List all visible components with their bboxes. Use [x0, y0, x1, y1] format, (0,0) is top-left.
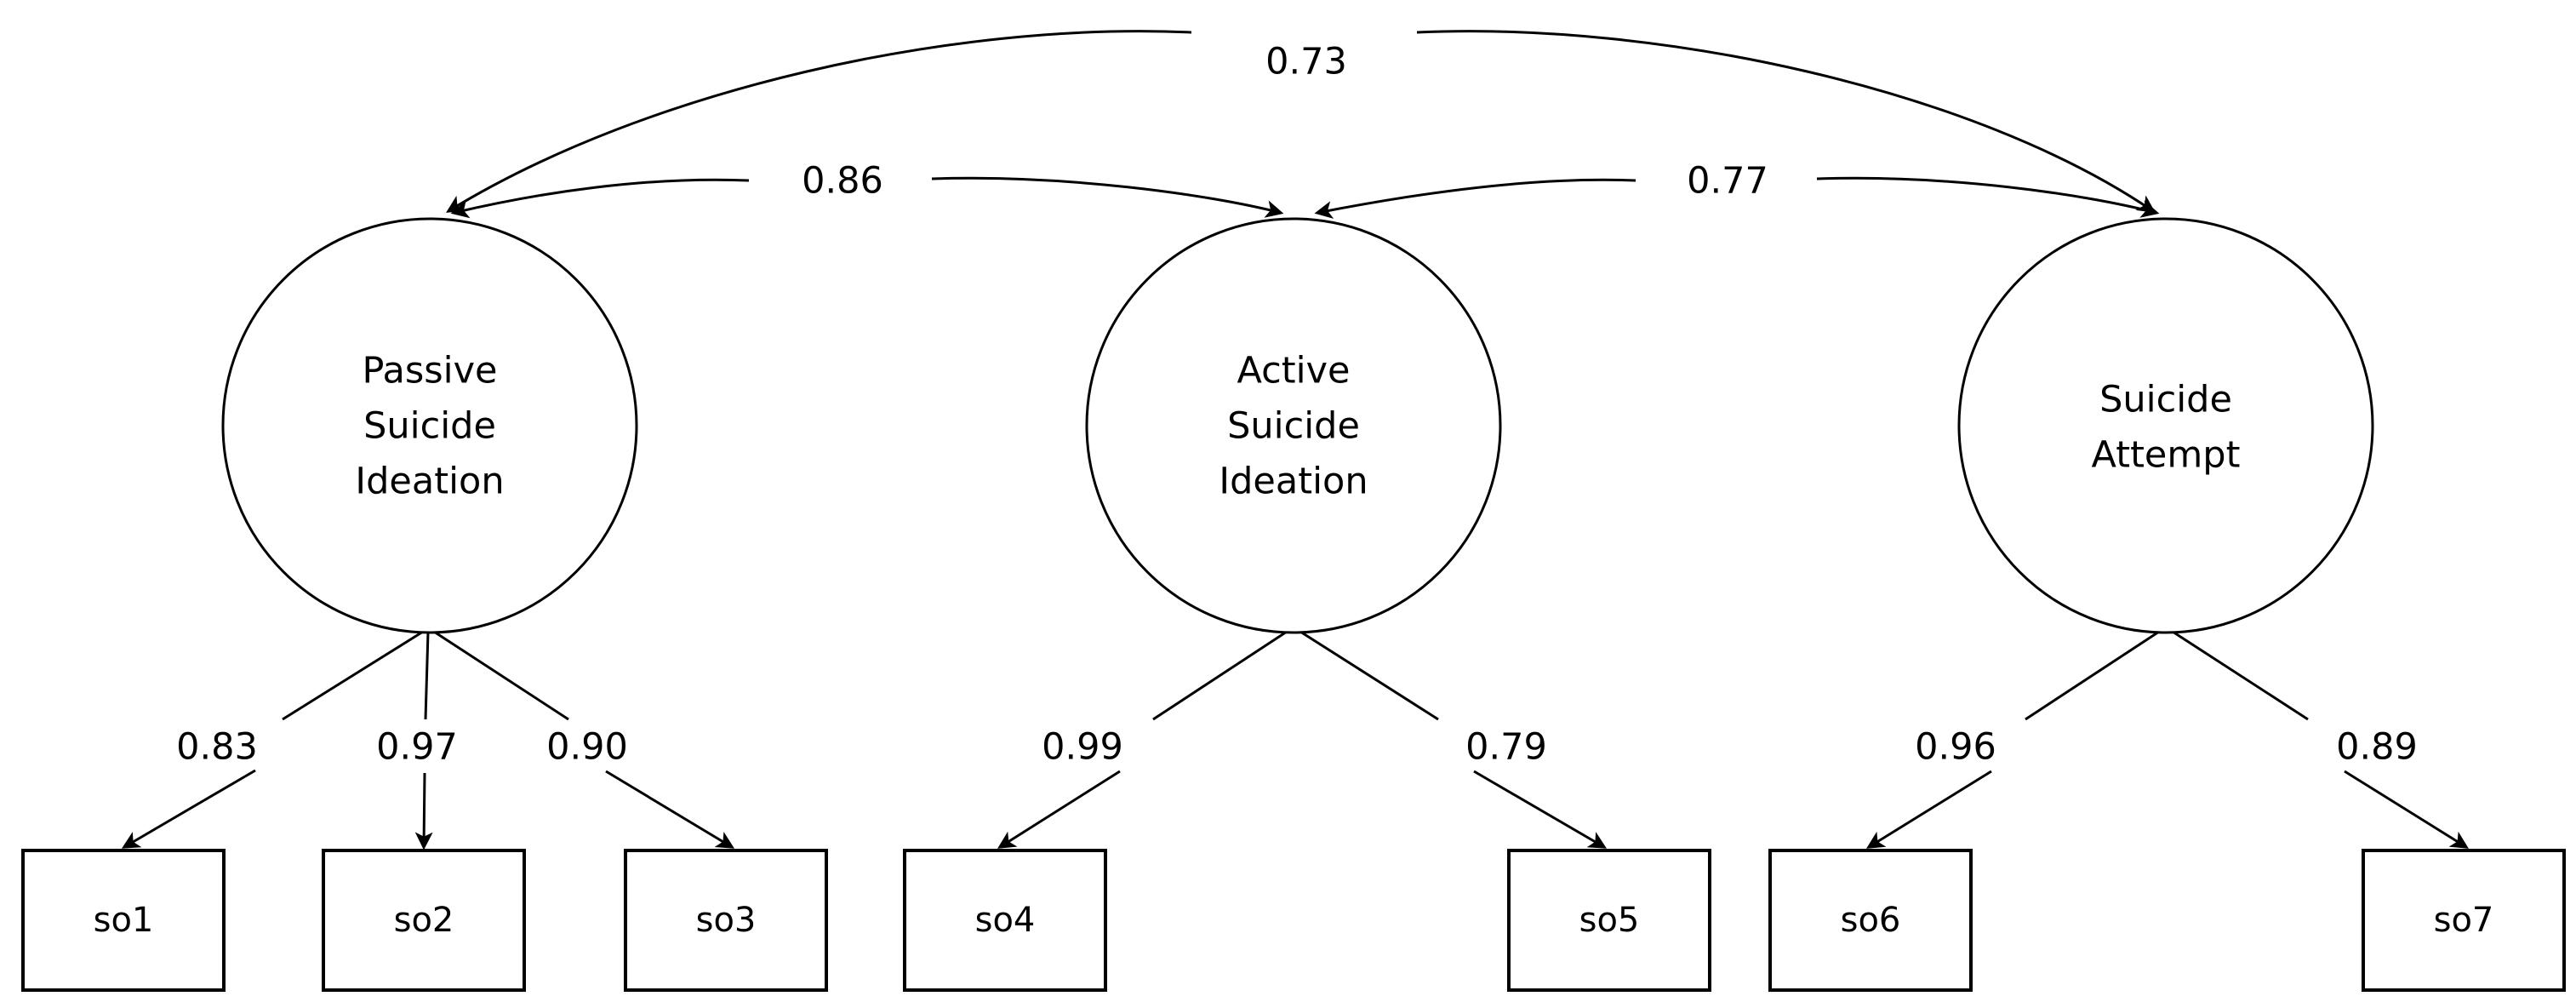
indicator-box-so5	[1507, 849, 1711, 992]
correlation-arc-left-0-77	[1314, 178, 1636, 219]
loading-edge-active-so4: 0.99	[997, 630, 1288, 849]
loading-label-0-99: 0.99	[1042, 726, 1123, 769]
latent-circle-passive	[221, 217, 638, 634]
latent-label-passive-line-3: Ideation	[355, 461, 504, 503]
loading-line-lower-0-97	[414, 772, 433, 850]
correlation-edge-active-attempt: 0.77	[1314, 160, 2160, 219]
indicator-box-so3	[624, 849, 828, 992]
latent-label-active-line-2: Suicide	[1227, 405, 1360, 448]
correlation-arc-left-0-73	[446, 30, 1192, 213]
indicator-label-so5: so5	[1579, 901, 1640, 940]
loading-label-0-79: 0.79	[1465, 726, 1547, 769]
loading-edge-attempt-so6: 0.96	[1866, 630, 2160, 849]
loading-line-lower-0-89	[2344, 770, 2469, 849]
indicator-box-so7	[2362, 849, 2566, 992]
loading-line-lower-0-83	[121, 769, 256, 849]
loading-edge-passive-so1: 0.83	[121, 630, 424, 849]
indicator-box-so6	[1768, 849, 1973, 992]
indicator-node-so6[interactable]: so6	[1768, 849, 1973, 992]
loading-label-0-83: 0.83	[176, 726, 258, 769]
loading-line-lower-0-79	[1473, 770, 1608, 849]
loading-line-upper-0-83	[282, 630, 424, 721]
latent-label-attempt-line-2: Attempt	[2092, 434, 2241, 477]
indicator-node-so3[interactable]: so3	[624, 849, 828, 992]
correlation-arc-right-0-77	[1816, 176, 2160, 218]
loading-label-0-89: 0.89	[2336, 726, 2418, 769]
correlation-label-0-73: 0.73	[1265, 41, 1347, 83]
indicator-label-so2: so2	[394, 901, 454, 940]
correlation-arc-right-0-86	[931, 176, 1284, 218]
loading-line-upper-0-79	[1299, 630, 1439, 721]
latent-label-passive-line-1: Passive	[362, 350, 497, 392]
latent-label-active-line-3: Ideation	[1219, 461, 1368, 503]
latent-circle-attempt	[1957, 217, 2374, 634]
indicator-box-so2	[322, 849, 526, 992]
latent-node-active[interactable]: Active Suicide Ideation	[1085, 217, 1502, 634]
loading-line-lower-0-90	[605, 770, 734, 849]
indicator-node-so7[interactable]: so7	[2362, 849, 2566, 992]
indicator-node-so4[interactable]: so4	[903, 849, 1107, 992]
indicator-box-so1	[21, 849, 226, 992]
latent-label-active-line-1: Active	[1237, 350, 1350, 392]
loading-line-lower-0-96	[1866, 770, 1992, 849]
correlation-label-0-86: 0.86	[802, 160, 883, 203]
loading-edge-active-so5: 0.79	[1299, 630, 1608, 849]
loading-line-lower-0-99	[997, 770, 1121, 849]
correlation-label-0-77: 0.77	[1687, 160, 1768, 203]
loading-line-upper-0-99	[1152, 630, 1288, 721]
correlation-edge-passive-attempt: 0.73	[446, 30, 2156, 213]
indicator-node-so2[interactable]: so2	[322, 849, 526, 992]
indicator-box-so4	[903, 849, 1107, 992]
indicator-label-so7: so7	[2434, 901, 2494, 940]
loading-edge-attempt-so7: 0.89	[2172, 630, 2469, 849]
indicator-label-so1: so1	[94, 901, 154, 940]
indicator-label-so4: so4	[975, 901, 1036, 940]
loading-line-upper-0-96	[2025, 630, 2160, 721]
loading-label-0-97: 0.97	[376, 726, 458, 769]
loading-line-upper-0-97	[424, 631, 430, 720]
latent-label-passive-line-2: Suicide	[363, 405, 496, 448]
indicator-node-so5[interactable]: so5	[1507, 849, 1711, 992]
correlation-arc-left-0-86	[450, 178, 750, 219]
latent-label-attempt-line-1: Suicide	[2099, 379, 2232, 421]
indicator-node-so1[interactable]: so1	[21, 849, 226, 992]
loading-line-upper-0-89	[2172, 630, 2309, 721]
loading-label-0-96: 0.96	[1915, 726, 1996, 769]
latent-node-attempt[interactable]: Suicide Attempt	[1957, 217, 2374, 634]
loading-line-upper-0-90	[433, 630, 569, 721]
correlation-edge-passive-active: 0.86	[450, 160, 1284, 219]
correlation-arc-right-0-73	[1416, 30, 2156, 213]
loading-edge-passive-so3: 0.90	[433, 630, 734, 849]
indicator-label-so3: so3	[696, 901, 757, 940]
loading-edge-passive-so2: 0.97	[376, 631, 458, 850]
latent-circle-active	[1085, 217, 1502, 634]
loading-label-0-90: 0.90	[546, 726, 628, 769]
latent-node-passive[interactable]: Passive Suicide Ideation	[221, 217, 638, 634]
indicator-label-so6: so6	[1841, 901, 1901, 940]
